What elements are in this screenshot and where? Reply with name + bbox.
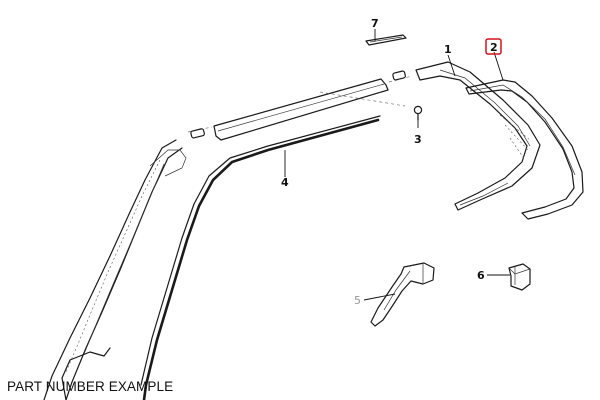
callout-1: 1	[444, 43, 452, 56]
leader-lines	[284, 29, 510, 301]
part-7-strip	[365, 34, 407, 46]
part-2-outer-trim	[465, 79, 584, 220]
callout-6: 6	[477, 269, 485, 282]
callout-3: 3	[414, 133, 422, 146]
callout-7: 7	[371, 17, 379, 30]
roof-rail-strip	[187, 70, 413, 141]
callout-2-highlight-box	[485, 38, 502, 55]
caption: PART NUMBER EXAMPLE	[7, 379, 174, 394]
part-3-clip	[413, 105, 423, 121]
part-6-clip	[508, 263, 531, 291]
part-4-arch-seal	[140, 115, 381, 400]
a-pillar-trim	[43, 139, 187, 400]
part-5-bracket	[370, 262, 435, 327]
callout-4: 4	[281, 176, 289, 189]
callout-5: 5	[354, 294, 361, 307]
part-1-window-frame	[415, 61, 541, 211]
callout-2: 2	[490, 41, 498, 54]
